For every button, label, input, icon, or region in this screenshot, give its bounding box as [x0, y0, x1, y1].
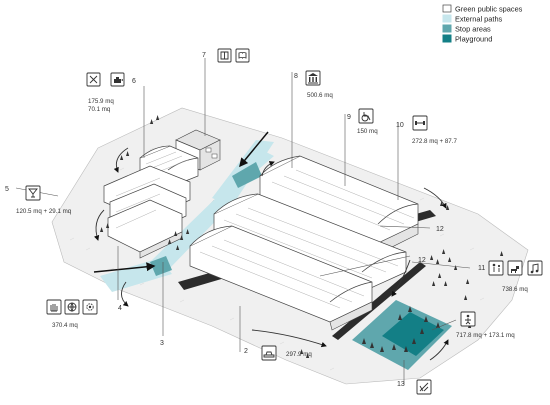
hand-icon	[46, 299, 62, 315]
museum-icon	[305, 70, 321, 86]
label-5: 5	[5, 186, 9, 193]
area-1: 717.8 mq + 173.1 mq	[456, 332, 515, 339]
legend-label-stops: Stop areas	[455, 25, 491, 34]
label-7: 7	[202, 52, 206, 59]
area-10: 272.8 mq + 87.7	[412, 138, 457, 145]
legend-swatch-paths	[442, 14, 452, 23]
label-10: 10	[396, 122, 404, 129]
playground-zone	[352, 300, 452, 370]
road-south	[332, 262, 426, 340]
leader-lines	[15, 58, 471, 384]
zone-numbers: 6 7 8 9 10 5 4 3 2 11 12 12 13	[5, 52, 485, 388]
area-5: 120.5 mq + 29.1 mq	[16, 208, 72, 215]
area-8: 500.6 mq	[307, 92, 333, 99]
label-6: 6	[132, 78, 136, 85]
legend-swatch-stops	[442, 24, 452, 33]
legend: Green public spaces External paths Stop …	[442, 4, 523, 44]
label-9: 9	[347, 114, 351, 121]
area-6-line2: 70.1 mq	[88, 106, 111, 113]
family-icon	[488, 260, 504, 276]
area-6-line1: 175.9 mq	[88, 98, 114, 105]
area-9: 150 mq	[357, 128, 378, 135]
car-icon	[261, 345, 277, 361]
playground-inner	[382, 312, 444, 356]
playground-icon	[460, 311, 476, 327]
dumbbell-icon	[412, 115, 428, 131]
area-4: 370.4 mq	[52, 322, 78, 329]
legend-label-playground: Playground	[455, 35, 492, 44]
area-11: 738.6 mq	[502, 286, 528, 293]
dog-icon	[507, 260, 523, 276]
label-12b: 12	[418, 257, 426, 264]
flow-curves	[94, 147, 449, 361]
legend-swatch-green	[442, 4, 452, 13]
legend-label-green: Green public spaces	[455, 5, 523, 14]
tools-icon	[416, 379, 432, 395]
cocktail-icon	[25, 185, 41, 201]
book-icon	[217, 48, 232, 63]
label-12a: 12	[436, 226, 444, 233]
label-11: 11	[478, 265, 485, 272]
stop-area-entry	[150, 256, 172, 276]
area-2: 297.9 mq	[286, 351, 312, 358]
icons	[25, 48, 543, 395]
area-figures: 175.9 mq 70.1 mq 500.6 mq 150 mq 272.8 m…	[16, 92, 528, 358]
globe-icon	[64, 299, 80, 315]
teapot-icon	[110, 72, 125, 87]
label-8: 8	[294, 73, 298, 80]
gear-icon	[82, 299, 98, 315]
open-book-icon	[235, 48, 250, 63]
wheelchair-icon	[358, 108, 374, 124]
label-13: 13	[397, 381, 405, 388]
entry-arrows	[93, 131, 269, 273]
label-4: 4	[118, 305, 122, 312]
label-3: 3	[160, 340, 164, 347]
music-icon	[527, 260, 543, 276]
building-5-vaults	[103, 165, 191, 259]
cutlery-icon	[86, 72, 101, 87]
legend-swatch-playground	[442, 34, 452, 43]
legend-label-paths: External paths	[455, 15, 503, 24]
label-2: 2	[244, 348, 248, 355]
stop-area-north	[232, 162, 262, 188]
